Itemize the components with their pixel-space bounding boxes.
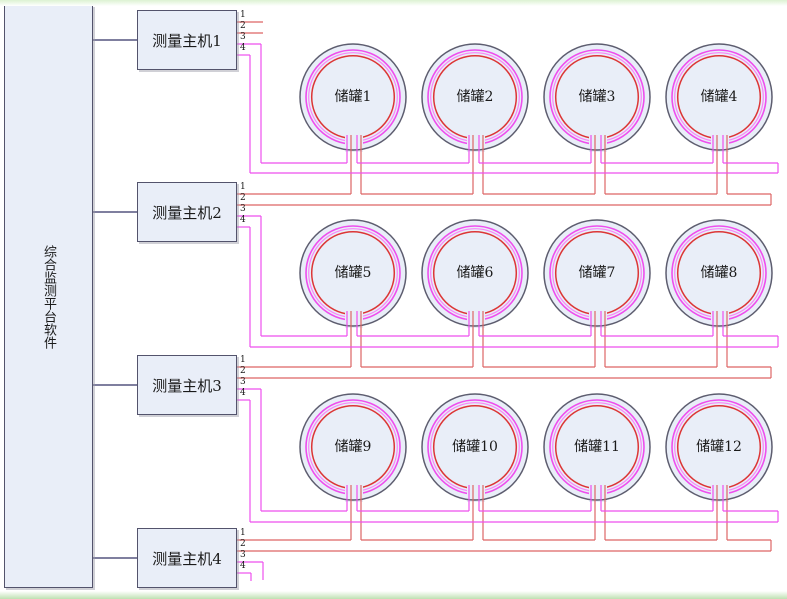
tank-outline	[421, 393, 529, 501]
ring-gap	[467, 135, 485, 152]
tank-body	[666, 44, 772, 150]
tank-body	[300, 44, 406, 150]
tank-body	[300, 394, 406, 500]
tank-outline	[299, 393, 407, 501]
tank-outline	[299, 43, 407, 151]
tank-body	[422, 44, 528, 150]
tank-outline	[299, 219, 407, 327]
ring-gap	[345, 135, 363, 152]
tank-body	[300, 220, 406, 326]
tank-outline	[543, 393, 651, 501]
ring-gap	[711, 135, 729, 152]
tank-body	[544, 44, 650, 150]
tank-outline	[665, 219, 773, 327]
ring-gap	[589, 135, 607, 152]
tank-body	[666, 220, 772, 326]
tank-outline	[421, 219, 529, 327]
tank-body	[544, 220, 650, 326]
tank-body	[422, 220, 528, 326]
tank-body	[666, 394, 772, 500]
tank-outline	[543, 43, 651, 151]
tank-outline	[543, 219, 651, 327]
tank-outline	[665, 393, 773, 501]
ring-gap	[467, 485, 485, 502]
tank-body	[422, 394, 528, 500]
ring-gap	[345, 311, 363, 328]
ring-gap	[589, 311, 607, 328]
ring-gap	[467, 311, 485, 328]
tank-outline	[421, 43, 529, 151]
tank-outline	[665, 43, 773, 151]
bottom-green-strip	[0, 591, 787, 599]
ring-gap	[589, 485, 607, 502]
tank-body	[544, 394, 650, 500]
top-green-strip	[0, 0, 787, 6]
ring-gap	[345, 485, 363, 502]
ring-gap	[711, 485, 729, 502]
ring-gap	[711, 311, 729, 328]
